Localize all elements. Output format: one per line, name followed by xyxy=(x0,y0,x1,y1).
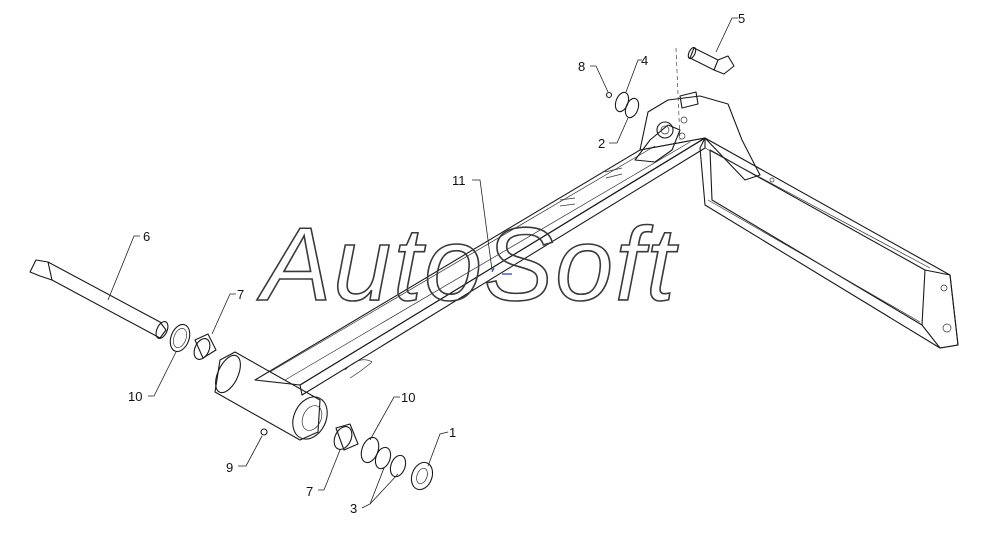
nut xyxy=(410,461,434,491)
center-marker xyxy=(491,267,512,275)
callout-2: 2 xyxy=(598,136,605,151)
ring-top xyxy=(614,91,640,119)
callout-8: 8 xyxy=(578,59,585,74)
frame-side-arm xyxy=(699,137,959,349)
top-bracket xyxy=(634,91,761,181)
bushing-left xyxy=(193,333,217,360)
pin-long xyxy=(29,259,169,339)
callout-6: 6 xyxy=(143,229,150,244)
washers xyxy=(374,446,407,478)
pivot-tube xyxy=(214,351,328,441)
small-bolt xyxy=(605,91,613,99)
leader-lines xyxy=(107,17,738,509)
callout-1: 1 xyxy=(449,425,456,440)
pin-top xyxy=(675,46,735,141)
callout-9: 9 xyxy=(226,460,233,475)
callout-3: 3 xyxy=(350,501,357,516)
callout-7-lower: 7 xyxy=(306,484,313,499)
grease-nipple xyxy=(260,428,268,436)
callout-5: 5 xyxy=(738,11,745,26)
callout-7-upper: 7 xyxy=(237,287,244,302)
bushing-right xyxy=(333,423,359,451)
callout-labels: 1 2 3 4 5 6 7 7 8 9 10 10 11 xyxy=(128,11,745,516)
watermark-text: AutoSoft xyxy=(256,207,679,323)
callout-10-left: 10 xyxy=(128,389,142,404)
callout-11: 11 xyxy=(452,173,466,188)
callout-4: 4 xyxy=(641,53,648,68)
ring-left xyxy=(169,323,191,353)
callout-10-right: 10 xyxy=(401,390,415,405)
